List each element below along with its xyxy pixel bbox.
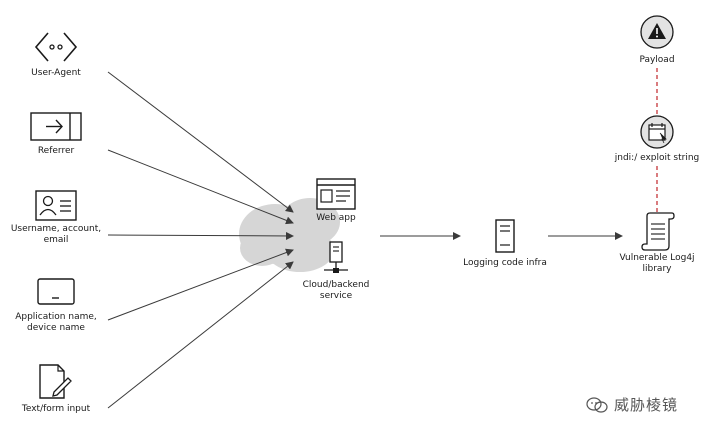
watermark-text: 威胁棱镜 [614, 396, 679, 414]
label-backend: Cloud/backend service [302, 280, 370, 301]
label-app-name: Application name, device name [15, 312, 97, 333]
redirect-icon [30, 112, 82, 141]
server-network-icon [324, 241, 348, 273]
label-referrer: Referrer [37, 146, 75, 156]
code-brackets-icon [34, 32, 78, 62]
input-app-name [37, 278, 75, 310]
payload-node [640, 15, 674, 53]
contact-card-icon [35, 190, 77, 221]
label-library: Vulnerable Log4j library [619, 253, 695, 274]
input-referrer [30, 112, 82, 146]
label-exploit: jndi:/ exploit string [614, 153, 700, 163]
arrow-user-agent [107, 71, 294, 213]
label-logging: Logging code infra [463, 258, 547, 268]
device-icon [37, 278, 75, 305]
web-window-icon [316, 178, 356, 210]
input-user-agent [34, 30, 78, 68]
label-text-form: Text/form input [21, 404, 91, 414]
input-text-form [38, 364, 72, 404]
label-user-agent: User-Agent [31, 68, 81, 78]
library-node [641, 212, 675, 256]
logging-node [494, 219, 516, 257]
input-username [35, 190, 77, 226]
label-username: Username, account, email [10, 224, 102, 245]
exploit-node [640, 115, 674, 153]
document-edit-icon [39, 364, 72, 399]
web-app-node [316, 178, 356, 214]
wechat-icon [586, 396, 608, 413]
backend-node [322, 241, 350, 281]
server-icon [495, 219, 515, 253]
label-web-app: Web app [316, 213, 356, 223]
warning-icon [640, 15, 674, 49]
watermark: 威胁棱镜 [586, 394, 678, 415]
calendar-icon [640, 115, 674, 149]
arrow-text-input [107, 261, 294, 409]
arrow-app-name [107, 248, 294, 321]
arrow-referrer [107, 149, 294, 225]
arrow-username [107, 231, 294, 240]
scroll-icon [641, 212, 675, 251]
label-payload: Payload [639, 55, 675, 65]
